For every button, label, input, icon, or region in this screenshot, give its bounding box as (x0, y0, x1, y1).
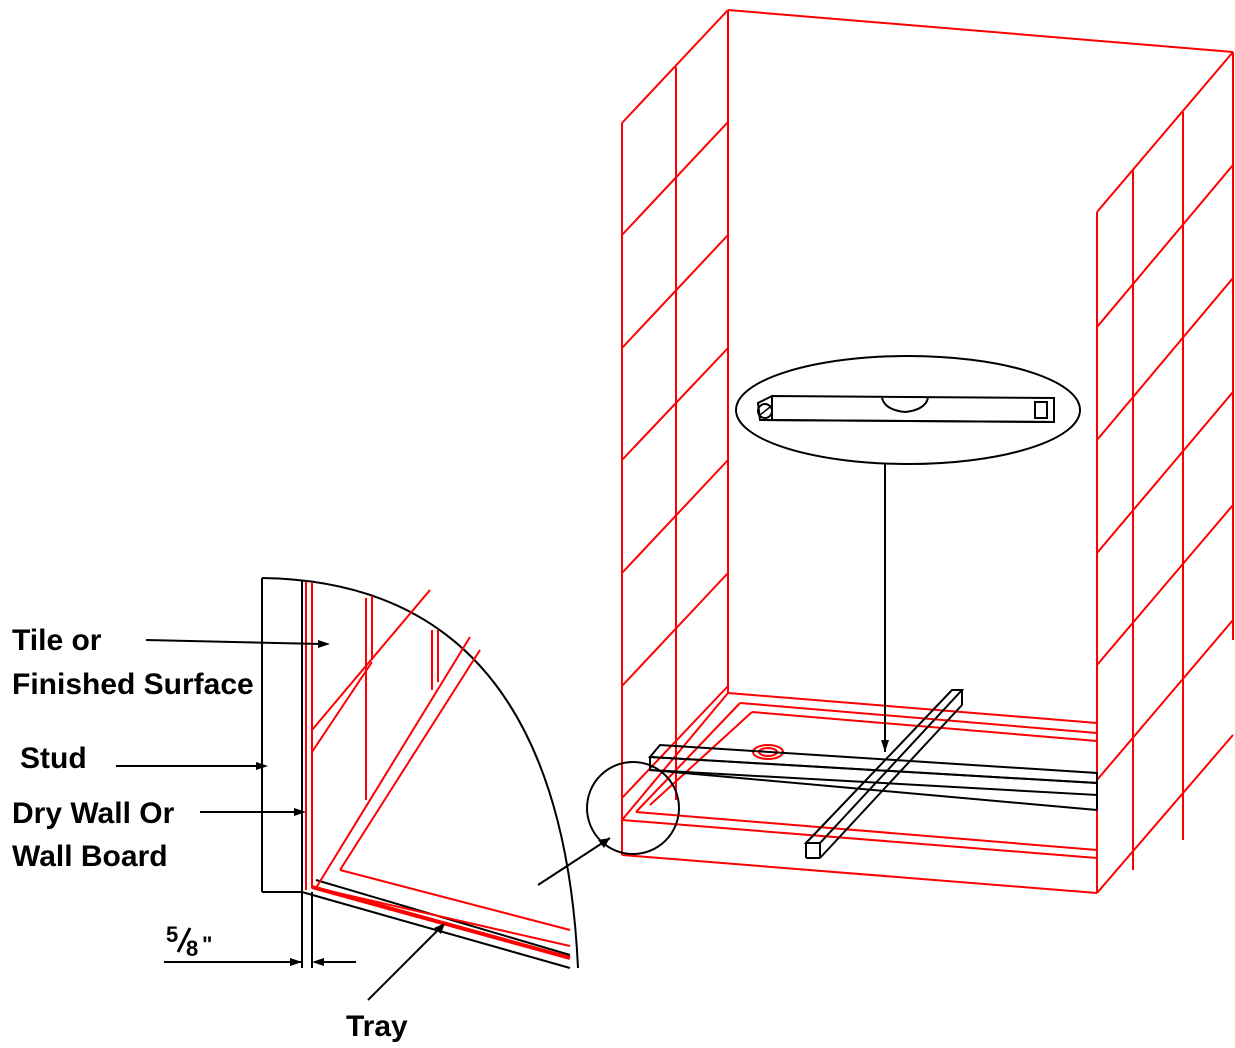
dimension-numerator: 5 (166, 922, 179, 947)
corner-detail (261, 577, 579, 969)
shower-tray (621, 692, 1098, 894)
fraction-slash-icon (176, 927, 192, 953)
label-tile-line1: Tile or (12, 624, 102, 657)
left-wall (621, 9, 729, 855)
dimension-label: 5 8 " (164, 922, 224, 962)
label-drywall-line2: Wall Board (12, 840, 168, 873)
label-tile-line2: Finished Surface (12, 668, 254, 701)
label-leaders (116, 639, 445, 1001)
label-drywall-line1: Dry Wall Or (12, 797, 175, 830)
spirit-level-callout (735, 355, 1081, 752)
spirit-level-icon (756, 394, 1055, 424)
detail-callout (537, 761, 680, 886)
dimension-denominator: 8 (186, 936, 199, 961)
label-tray: Tray (346, 1010, 408, 1043)
label-stud: Stud (20, 742, 87, 775)
dimension-unit: " (202, 932, 213, 957)
back-wall (727, 9, 1234, 693)
right-wall (1096, 51, 1234, 894)
